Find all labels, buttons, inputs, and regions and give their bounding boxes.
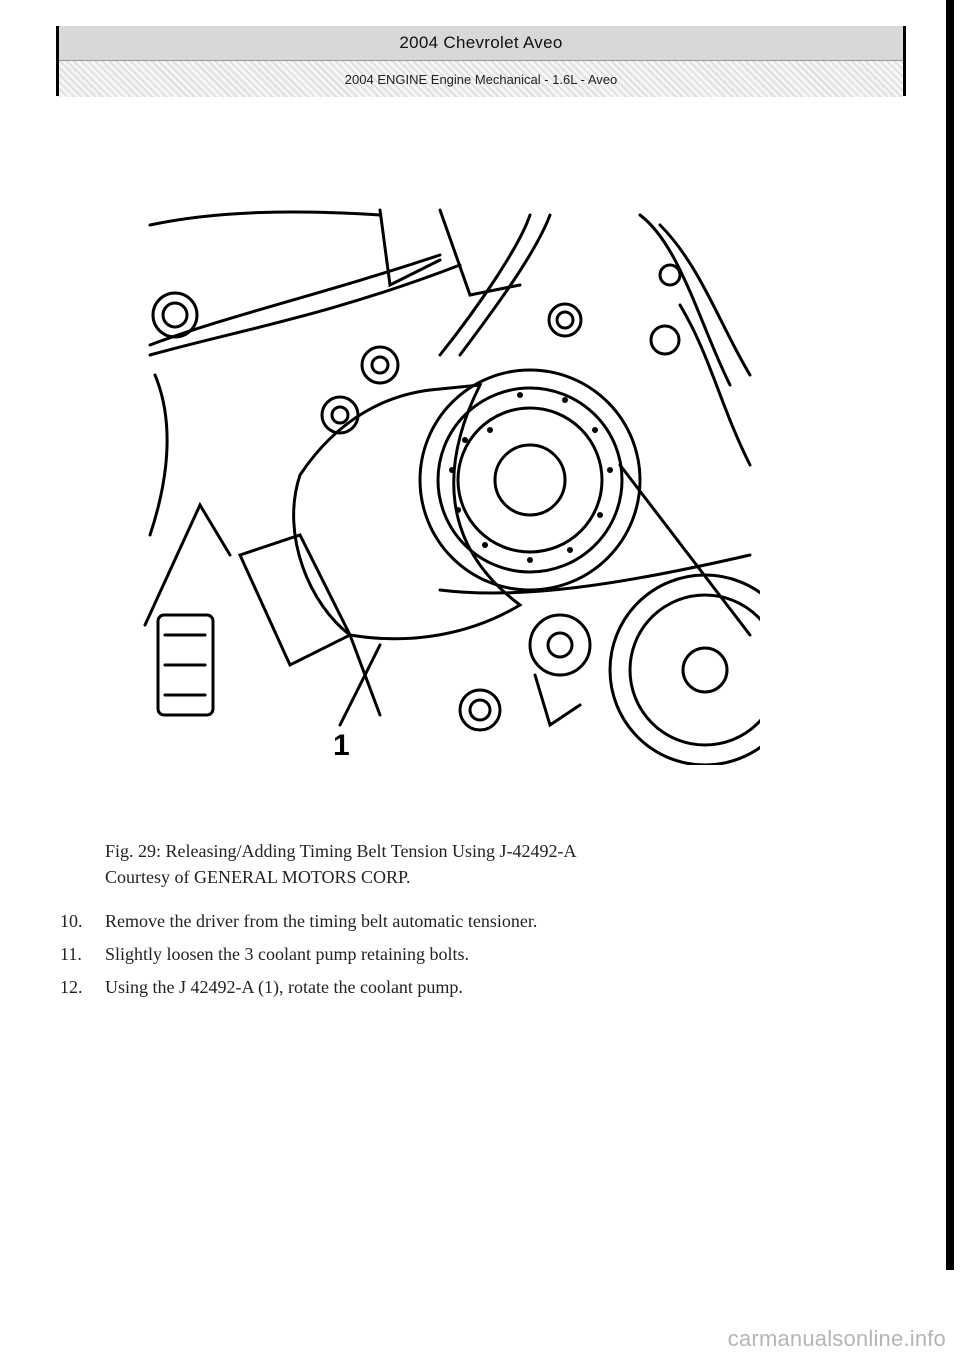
procedure-steps: 10. Remove the driver from the timing be… xyxy=(60,905,780,1004)
step-item: 12. Using the J 42492-A (1), rotate the … xyxy=(60,971,780,1004)
step-number: 11. xyxy=(60,944,82,964)
step-item: 11. Slightly loosen the 3 coolant pump r… xyxy=(60,938,780,971)
document-title: 2004 Chevrolet Aveo xyxy=(59,26,903,61)
watermark: carmanualsonline.info xyxy=(727,1326,946,1351)
timing-belt-illustration: 1 xyxy=(143,208,760,765)
figure-callout-label: 1 xyxy=(333,729,350,762)
step-number: 10. xyxy=(60,911,83,931)
step-text: Remove the driver from the timing belt a… xyxy=(105,911,538,931)
figure-caption-credit: Courtesy of GENERAL MOTORS CORP. xyxy=(105,867,411,887)
figure-caption: Fig. 29: Releasing/Adding Timing Belt Te… xyxy=(105,838,576,890)
step-text: Using the J 42492-A (1), rotate the cool… xyxy=(105,977,463,997)
step-text: Slightly loosen the 3 coolant pump retai… xyxy=(105,944,469,964)
step-number: 12. xyxy=(60,977,83,997)
page-header: 2004 Chevrolet Aveo 2004 ENGINE Engine M… xyxy=(56,26,906,97)
page-right-border xyxy=(946,0,954,1270)
step-item: 10. Remove the driver from the timing be… xyxy=(60,905,780,938)
figure-caption-title: Fig. 29: Releasing/Adding Timing Belt Te… xyxy=(105,841,577,861)
document-subtitle: 2004 ENGINE Engine Mechanical - 1.6L - A… xyxy=(59,61,903,97)
